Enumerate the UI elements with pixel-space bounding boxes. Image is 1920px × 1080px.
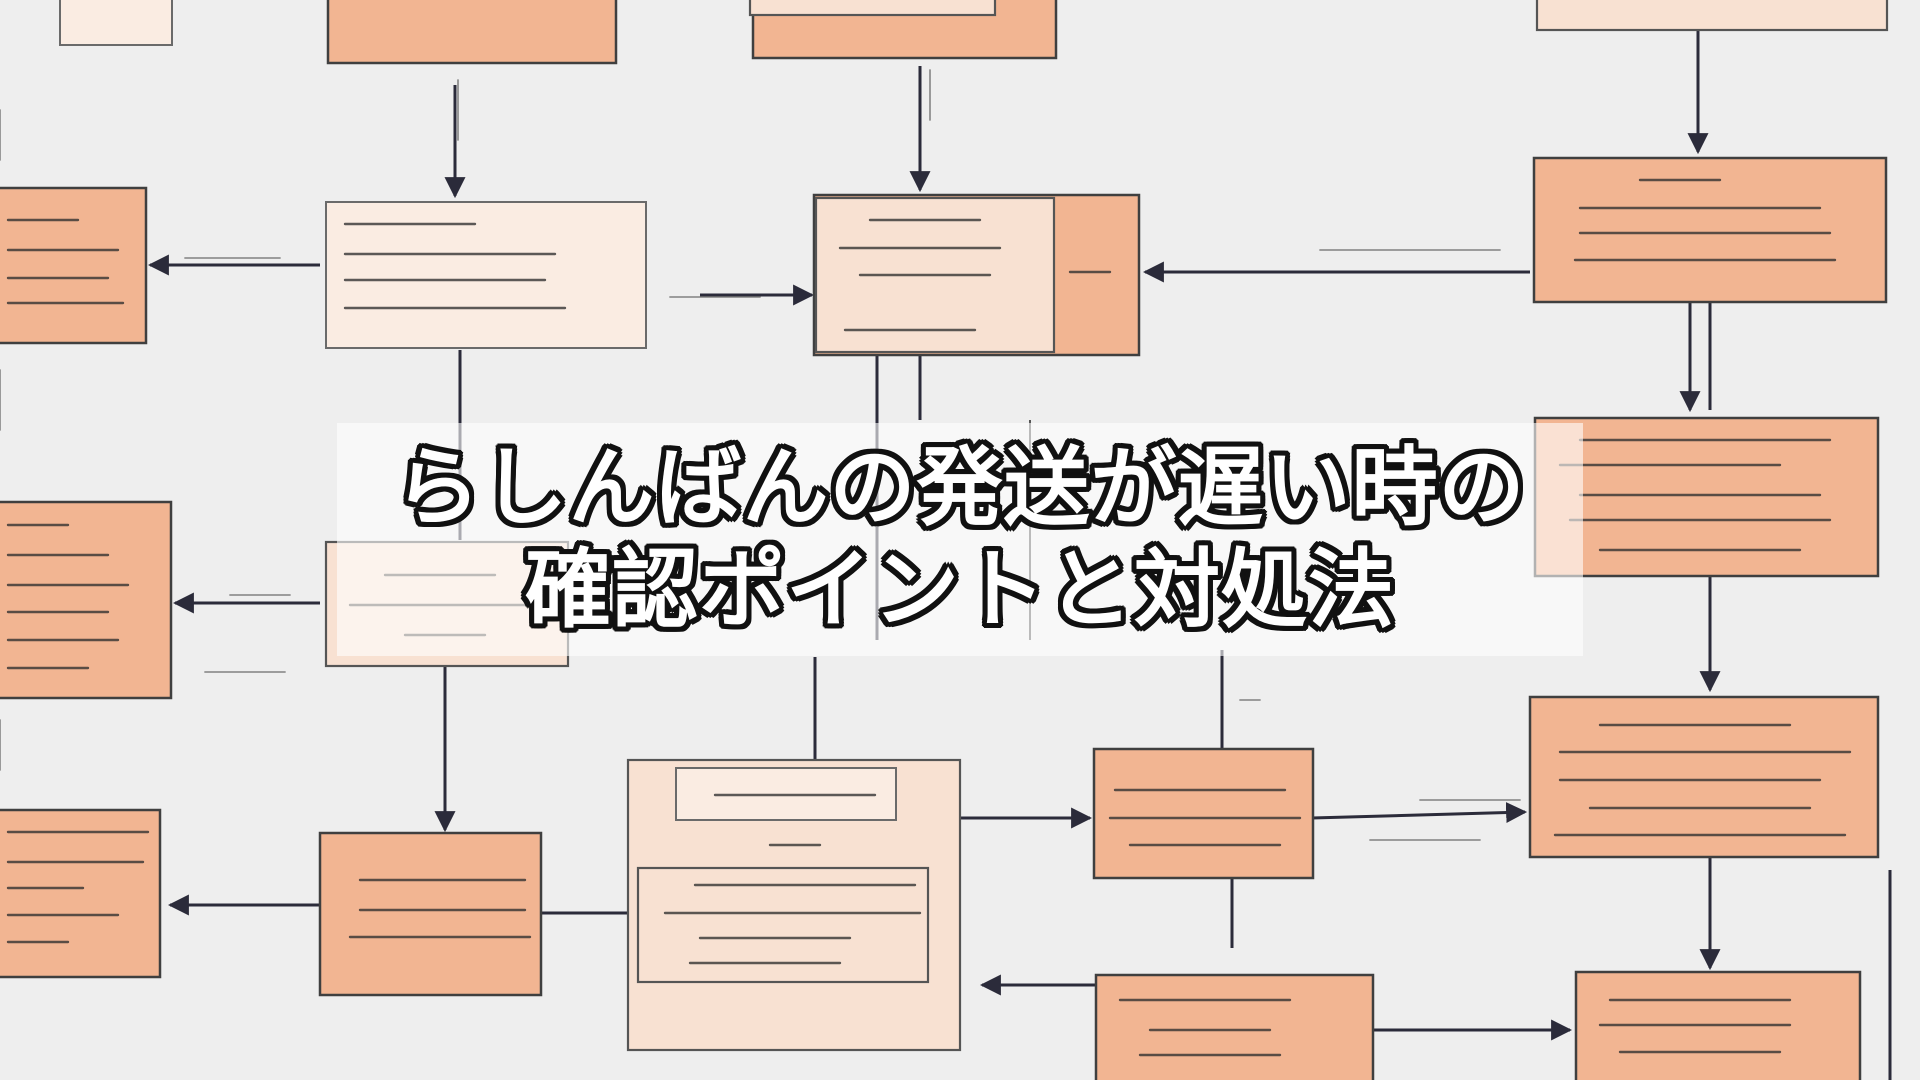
flowchart-scribble-text [0, 69, 1852, 1057]
title-line-1: らしんばんの発送が遅い時の [394, 438, 1526, 538]
title-backdrop [337, 423, 1583, 656]
title-line-2: 確認ポイントと対処法 [525, 540, 1395, 640]
page-title: らしんばんの発送が遅い時の 確認ポイントと対処法 [337, 437, 1583, 641]
